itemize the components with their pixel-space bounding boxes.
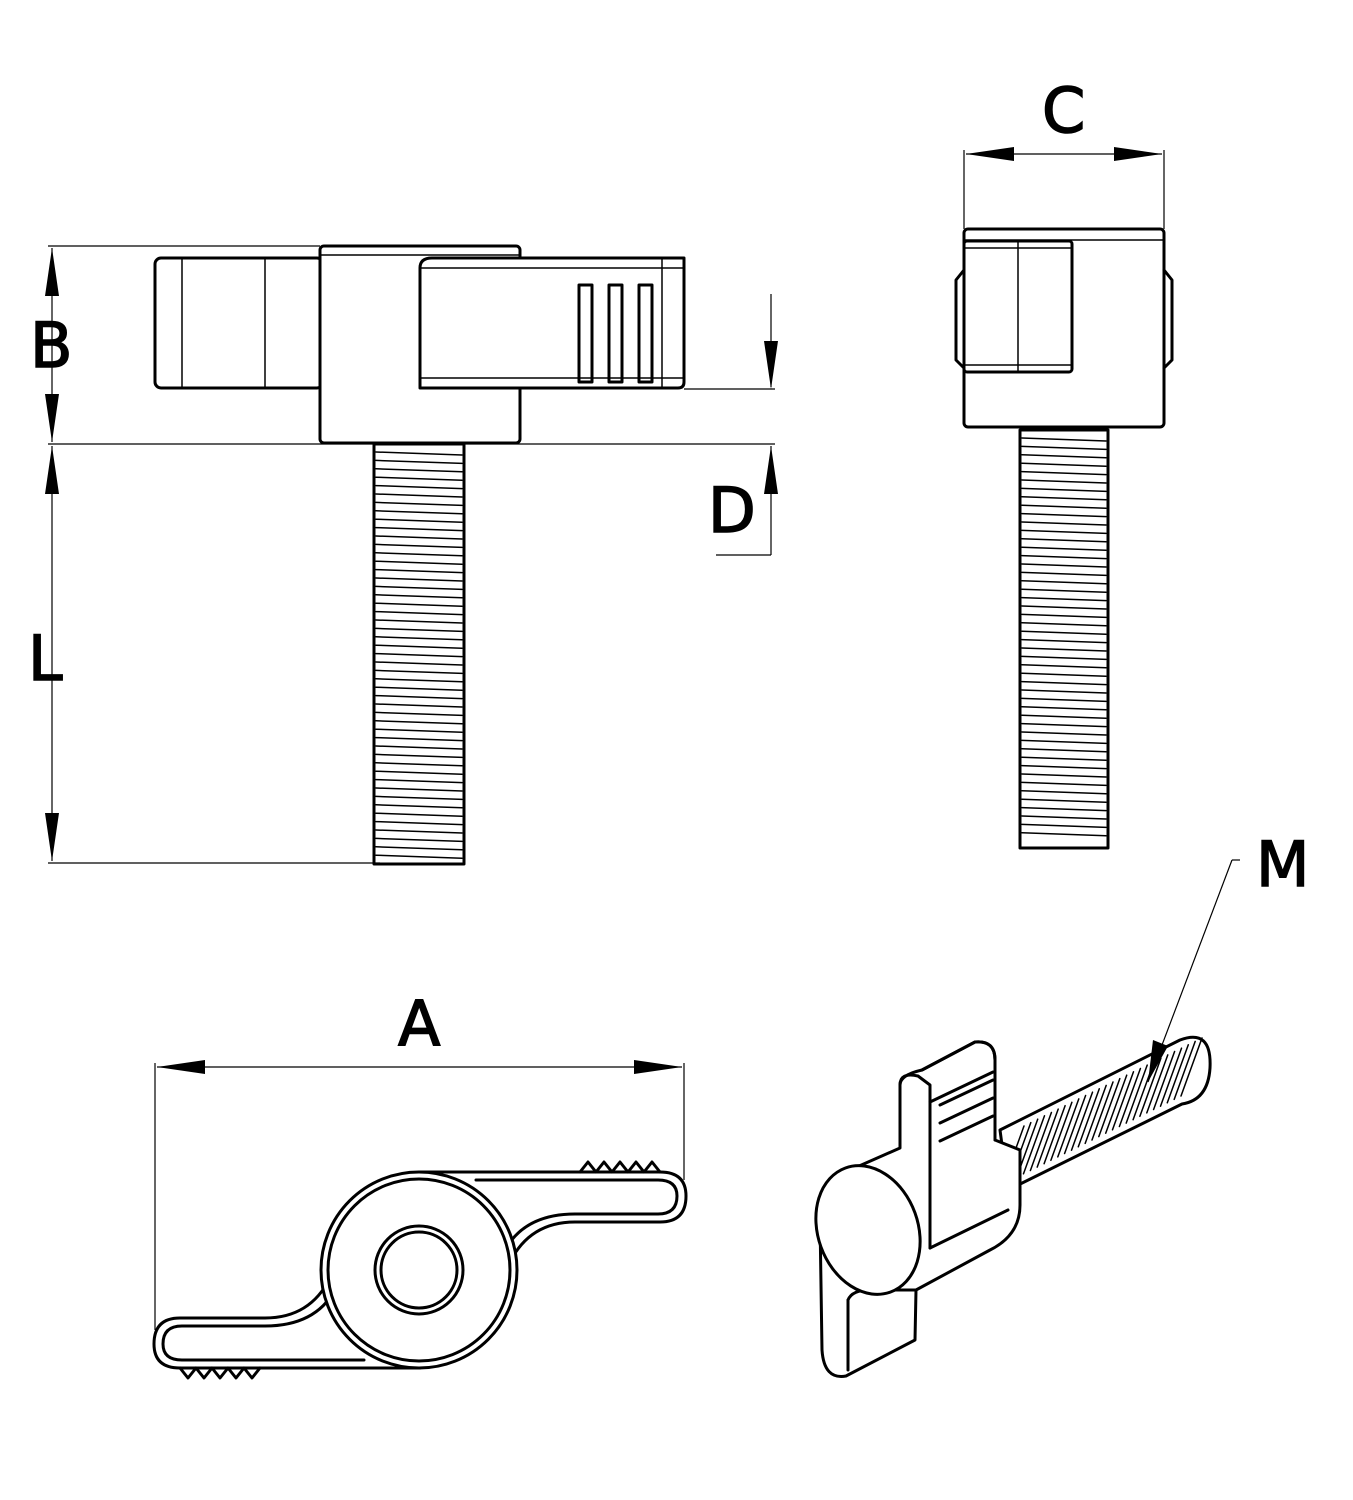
top-view <box>152 1160 688 1380</box>
front-view <box>153 244 686 866</box>
dimension-labels: B L D C A M <box>27 73 1310 1061</box>
dimension-l <box>45 446 59 861</box>
side-view-threaded-shank <box>1018 428 1110 850</box>
label-c: C <box>1042 74 1085 147</box>
label-a: A <box>398 987 440 1060</box>
iso-wings-and-hub <box>814 1040 1022 1378</box>
label-m: M <box>1256 828 1310 901</box>
dimension-m-leader <box>1147 859 1240 1083</box>
isometric-view <box>814 1035 1212 1378</box>
side-view <box>954 227 1174 850</box>
iso-threaded-shank <box>998 1035 1212 1192</box>
dimension-c <box>966 147 1162 161</box>
dimension-lines <box>45 147 1240 1330</box>
top-view-hub <box>319 1170 519 1370</box>
label-l: L <box>28 622 63 695</box>
side-view-head <box>954 227 1174 429</box>
front-view-threaded-shank <box>372 442 466 866</box>
front-view-left-wing <box>153 256 325 390</box>
dimension-d <box>764 294 778 555</box>
label-b: B <box>30 309 73 382</box>
front-view-right-wing <box>418 256 686 390</box>
dimension-a <box>157 1060 682 1074</box>
label-d: D <box>708 474 756 547</box>
dimension-b <box>45 248 59 442</box>
